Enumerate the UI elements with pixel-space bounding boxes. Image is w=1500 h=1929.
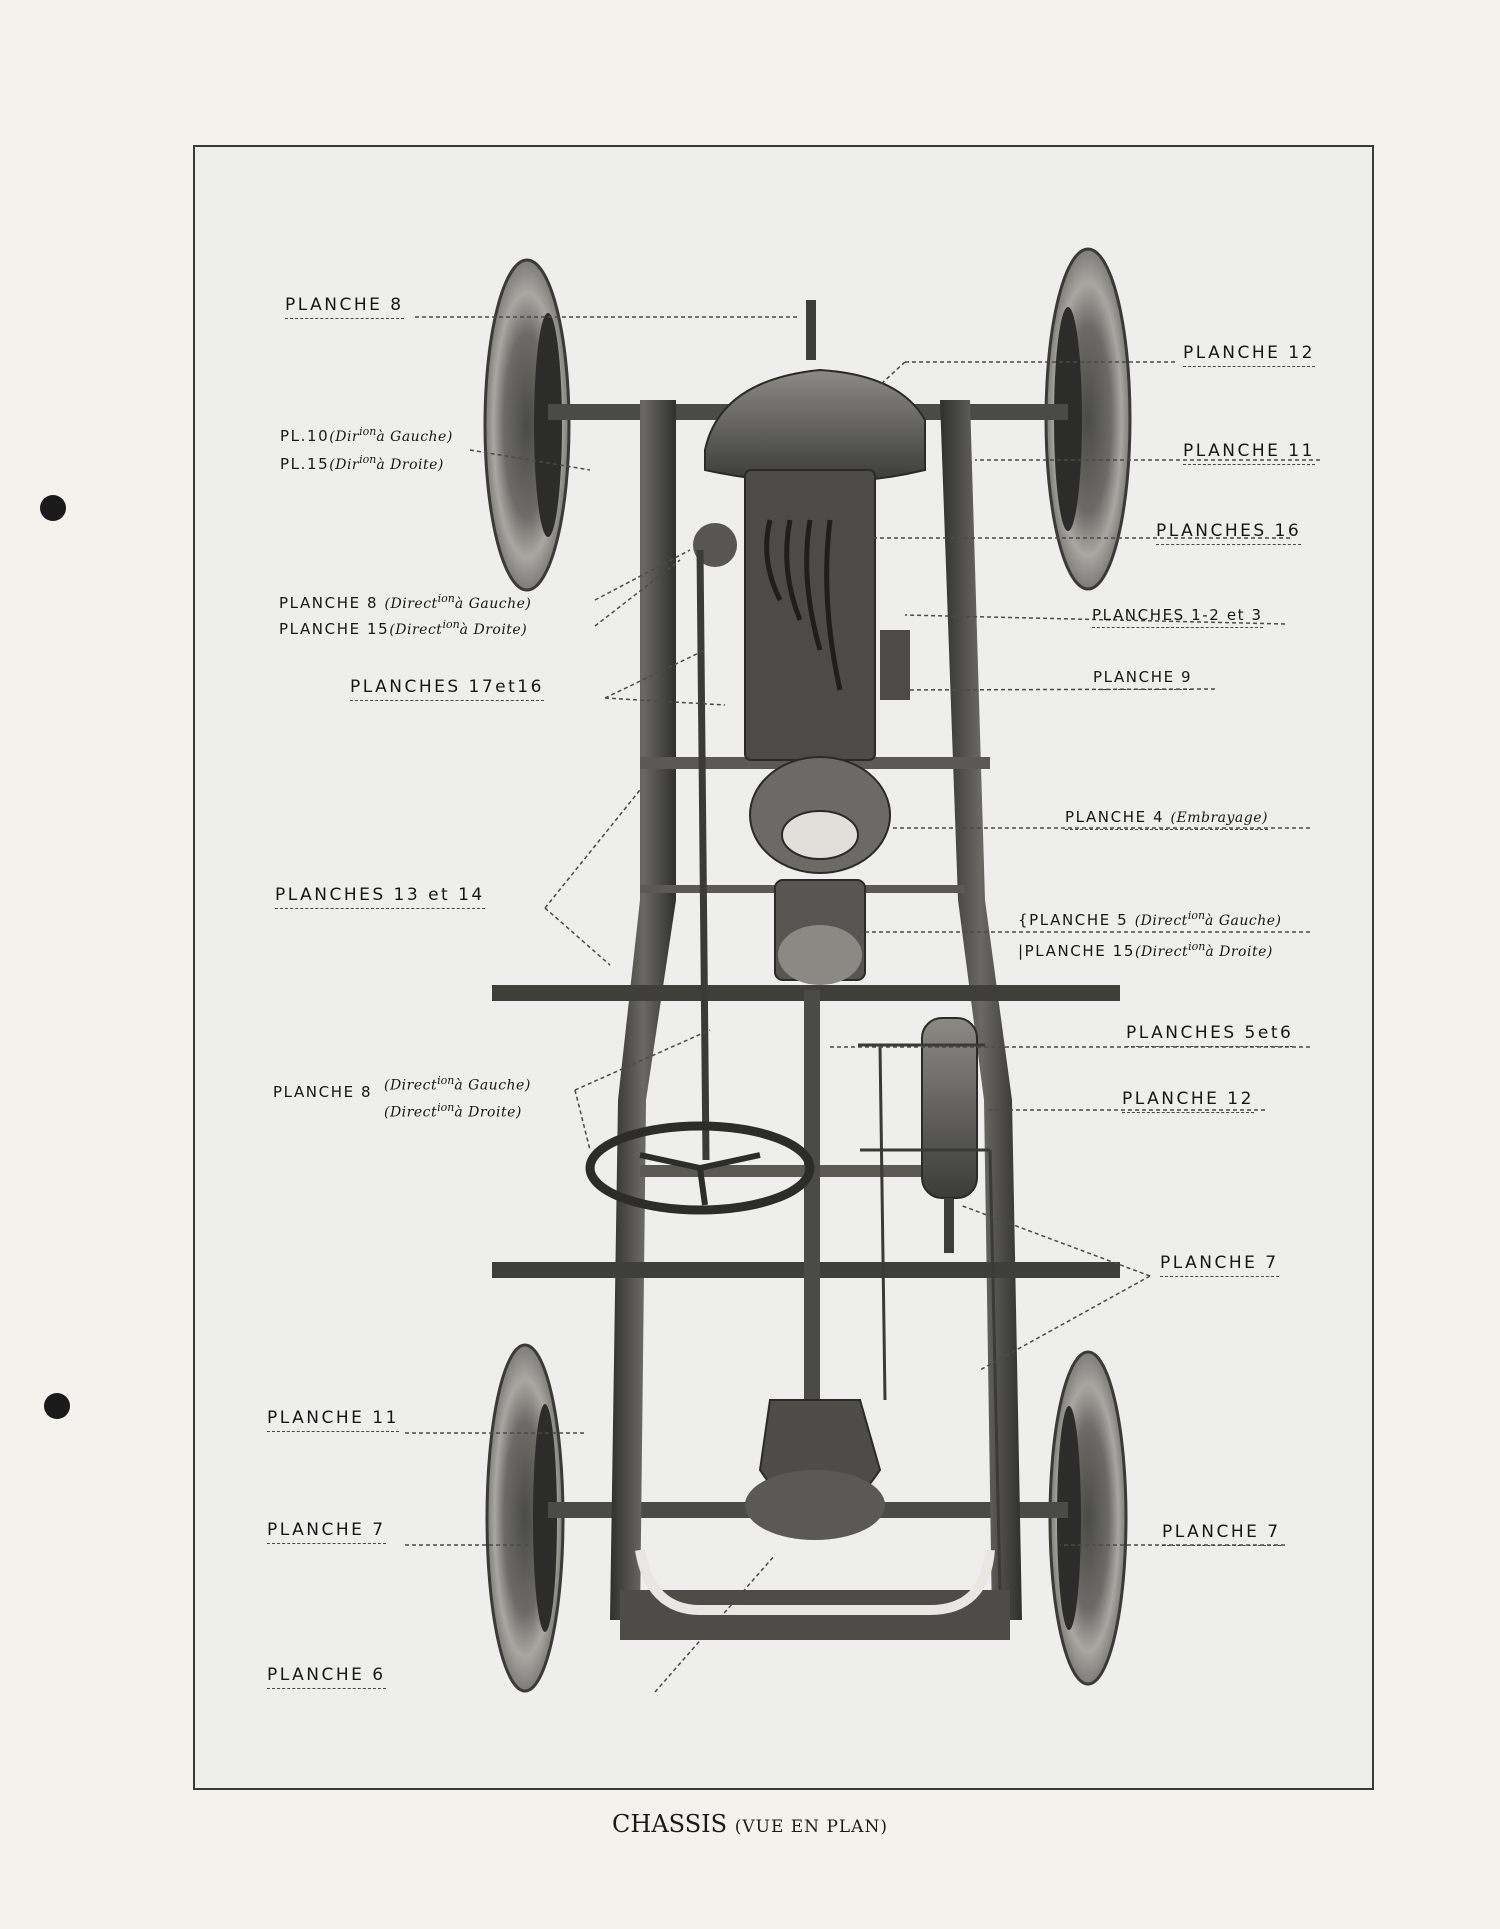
label-planche-7-left: PLANCHE 7	[267, 1520, 386, 1544]
left-frame-rail	[610, 400, 676, 1620]
label-planche-8-mid: PLANCHE 8 (Directionà Gauche)	[279, 592, 532, 612]
label-planche-8-low-gauche: (Directionà Gauche)	[384, 1074, 531, 1094]
label-planches-1-2-3: PLANCHES 1-2 et 3	[1092, 606, 1263, 628]
label-planche-7-right: PLANCHE 7	[1160, 1253, 1279, 1277]
label-pl-10: PL.10(Dirionà Gauche)	[280, 425, 453, 445]
leader-lines	[405, 316, 1320, 1693]
label-planche-4: PLANCHE 4 (Embrayage)	[1065, 808, 1268, 830]
label-planches-5-6: PLANCHES 5et6	[1126, 1023, 1294, 1047]
binding-hole-bottom	[44, 1393, 70, 1419]
magneto	[693, 523, 737, 567]
label-planche-8-low: PLANCHE 8	[273, 1083, 373, 1101]
label-pl-15: PL.15(Dirionà Droite)	[280, 453, 444, 473]
right-frame-rail	[940, 400, 1022, 1620]
label-planches-17-16: PLANCHES 17et16	[350, 677, 544, 701]
front-left-wheel	[483, 258, 571, 592]
label-planche-12-low: PLANCHE 12	[1122, 1089, 1254, 1113]
rear-right-wheel	[1048, 1350, 1128, 1686]
label-planche-15-low: |PLANCHE 15(Directionà Droite)	[1018, 940, 1273, 960]
label-planche-7-rear: PLANCHE 7	[1162, 1522, 1281, 1546]
label-planches-13-14: PLANCHES 13 et 14	[275, 885, 485, 909]
plate-caption: CHASSIS (VUE EN PLAN)	[0, 1810, 1500, 1838]
caption-subtitle: (VUE EN PLAN)	[734, 1817, 888, 1837]
caption-title: CHASSIS	[612, 1810, 728, 1838]
steering-wheel	[585, 1121, 815, 1215]
label-planche-15-mid: PLANCHE 15(Directionà Droite)	[279, 618, 528, 638]
radiator-cap	[806, 300, 816, 360]
driveshaft	[804, 990, 820, 1410]
label-planche-9: PLANCHE 9	[1093, 668, 1193, 690]
carburettor	[880, 630, 910, 700]
steering-column	[696, 549, 710, 1161]
label-planche-6: PLANCHE 6	[267, 1665, 386, 1689]
label-planche-8-low-droite: (Directionà Droite)	[384, 1101, 522, 1121]
label-planche-11-top: PLANCHE 11	[1183, 441, 1315, 465]
label-planche-5: {PLANCHE 5 (Directionà Gauche)	[1018, 909, 1282, 929]
label-planche-8-top: PLANCHE 8	[285, 295, 404, 319]
label-planche-12-top: PLANCHE 12	[1183, 343, 1315, 367]
radiator	[704, 368, 926, 484]
label-planches-16: PLANCHES 16	[1156, 521, 1302, 545]
rear-left-wheel	[485, 1343, 565, 1693]
binding-hole-top	[40, 495, 66, 521]
label-planche-11-low: PLANCHE 11	[267, 1408, 399, 1432]
